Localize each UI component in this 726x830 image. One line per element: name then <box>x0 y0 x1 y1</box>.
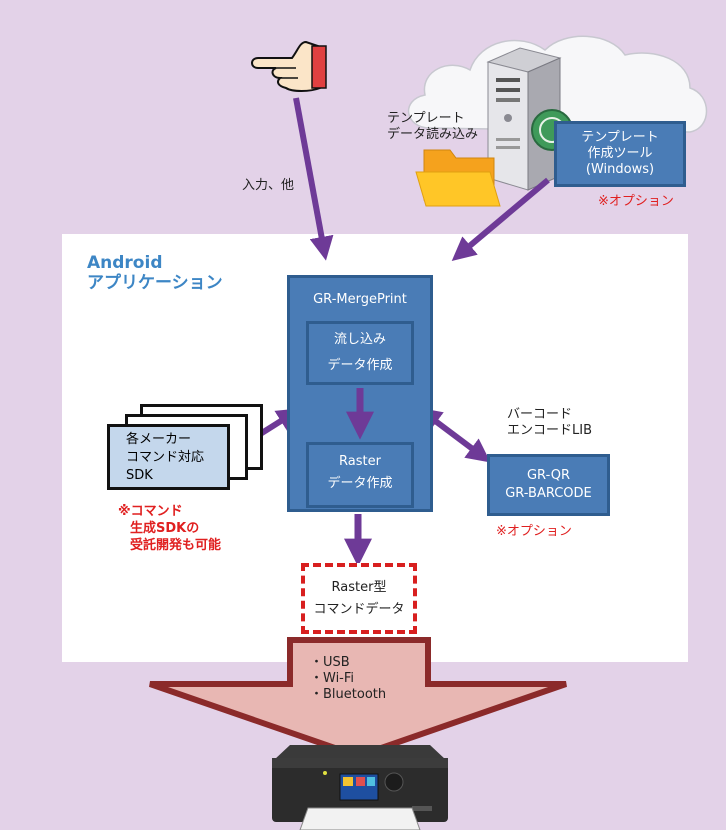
stage-merge-line-1: 流し込み <box>333 332 386 347</box>
sdk-line-3: SDK <box>126 468 153 483</box>
template-tool-line-2: 作成ツール <box>587 146 653 161</box>
gr-mergeprint-box: GR-MergePrint 流し込み データ作成 Raster データ作成 <box>287 275 433 512</box>
arrow-template <box>451 177 550 261</box>
gr-barcode-label: GR-BARCODE <box>505 486 592 501</box>
barcode-label-line-2: エンコードLIB <box>507 423 592 438</box>
connection-usb: ・USB <box>310 655 350 670</box>
connection-bluetooth: ・Bluetooth <box>310 687 387 702</box>
input-label: 入力、他 <box>242 178 295 193</box>
sdk-line-2: コマンド対応 <box>126 450 205 465</box>
raster-command-data-box: Raster型 コマンドデータ <box>301 563 417 634</box>
transfer-arrow <box>149 637 567 760</box>
gr-barcode-box: GR-QR GR-BARCODE <box>487 454 610 516</box>
sdk-note: ※コマンド 生成SDKの 受託開発も可能 <box>118 503 221 554</box>
pointing-hand-icon <box>251 40 327 92</box>
android-title: Android アプリケーション <box>87 253 223 293</box>
folder-icon <box>415 149 501 207</box>
barcode-label-line-1: バーコード <box>507 407 573 422</box>
gr-qr-label: GR-QR <box>526 468 570 483</box>
gr-mergeprint-title: GR-MergePrint <box>313 292 407 307</box>
stage-raster-data: Raster データ作成 <box>306 442 414 508</box>
template-tool-box: テンプレート 作成ツール (Windows) <box>554 121 686 187</box>
connection-list: ・USB ・Wi-Fi ・Bluetooth <box>310 655 386 703</box>
barcode-label: バーコード エンコードLIB <box>507 407 592 439</box>
template-tool-line-3: (Windows) <box>585 162 655 177</box>
barcode-option: ※オプション <box>496 524 572 539</box>
template-read-line-2: データ読み込み <box>387 127 479 142</box>
android-title-line-2: アプリケーション <box>87 273 223 293</box>
sdk-box: 各メーカー コマンド対応 SDK <box>107 424 230 490</box>
sdk-note-line-2: 生成SDKの <box>130 521 200 536</box>
stage-raster-line-2: データ作成 <box>327 476 393 491</box>
template-read-label: テンプレート データ読み込み <box>387 111 478 143</box>
template-read-line-1: テンプレート <box>387 111 465 126</box>
android-title-line-1: Android <box>87 253 163 273</box>
internal-arrow <box>346 388 374 440</box>
sdk-note-line-1: ※コマンド <box>118 504 183 519</box>
printer-icon <box>272 745 448 830</box>
sdk-note-line-3: 受託開発も可能 <box>130 538 222 553</box>
server-tower-icon <box>486 47 562 191</box>
stage-raster-line-1: Raster <box>339 454 381 469</box>
arrow-barcode <box>417 407 491 463</box>
template-tool-option: ※オプション <box>598 194 674 209</box>
sdk-line-1: 各メーカー <box>126 432 192 447</box>
template-tool-line-1: テンプレート <box>581 130 659 145</box>
arrow-input <box>293 97 334 261</box>
raster-cmd-line-1: Raster型 <box>331 580 387 595</box>
connection-wifi: ・Wi-Fi <box>310 671 355 686</box>
stage-merge-data: 流し込み データ作成 <box>306 321 414 385</box>
stage-merge-line-2: データ作成 <box>327 358 393 373</box>
raster-cmd-line-2: コマンドデータ <box>313 602 405 617</box>
